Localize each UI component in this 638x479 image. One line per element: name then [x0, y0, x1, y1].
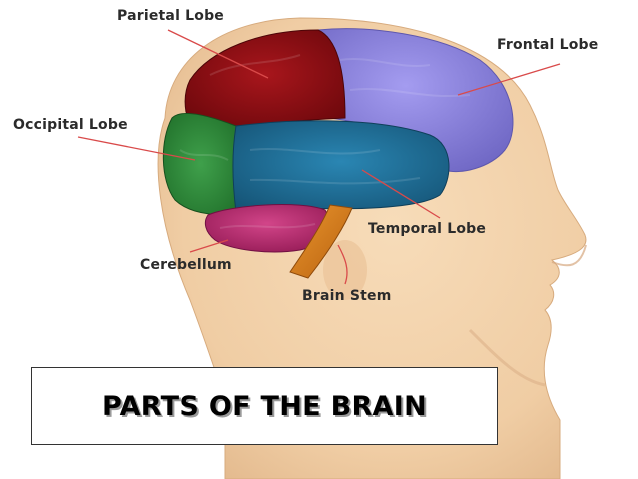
label-occipital-lobe: Occipital Lobe [13, 117, 128, 133]
jaw-shade [468, 328, 546, 387]
label-cerebellum: Cerebellum [140, 257, 232, 273]
pointer-occipital [77, 136, 196, 161]
label-frontal-lobe: Frontal Lobe [497, 37, 599, 53]
ear-shape [323, 240, 367, 300]
label-parietal-lobe: Parietal Lobe [117, 8, 224, 24]
page-title: PARTS OF THE BRAIN [101, 390, 427, 422]
face-profile-line [551, 244, 587, 267]
label-temporal-lobe: Temporal Lobe [368, 221, 487, 237]
pointer-parietal [167, 29, 269, 79]
brain-stem-region [289, 204, 353, 279]
pointer-temporal [361, 169, 441, 219]
temporal-lobe-region [232, 120, 450, 213]
occipital-lobe-region [162, 112, 239, 216]
cerebellum-region [204, 204, 330, 253]
label-brain-stem: Brain Stem [302, 288, 392, 304]
pointer-lines [77, 29, 561, 285]
gyri-texture [179, 54, 471, 229]
pointer-frontal [457, 63, 561, 96]
title-box: PARTS OF THE BRAIN [31, 367, 498, 445]
pointer-brain-stem [337, 244, 348, 285]
parietal-lobe-region [184, 29, 346, 129]
pointer-cerebellum [189, 239, 229, 253]
